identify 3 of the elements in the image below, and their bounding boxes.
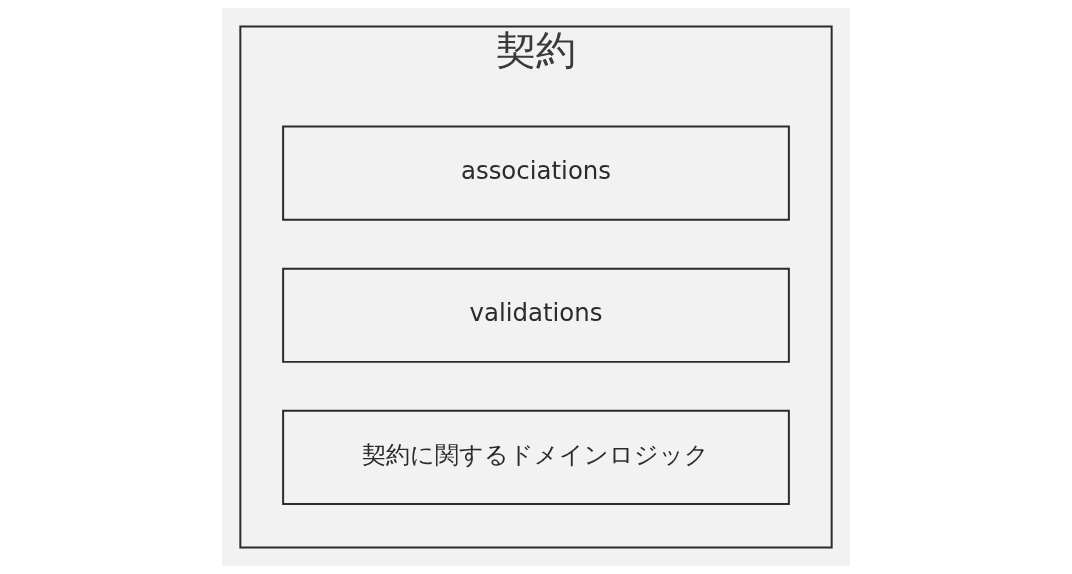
node-box: associations	[282, 125, 790, 221]
node-box: validations	[282, 267, 790, 363]
node-box: 契約に関するドメインロジック	[282, 409, 790, 505]
